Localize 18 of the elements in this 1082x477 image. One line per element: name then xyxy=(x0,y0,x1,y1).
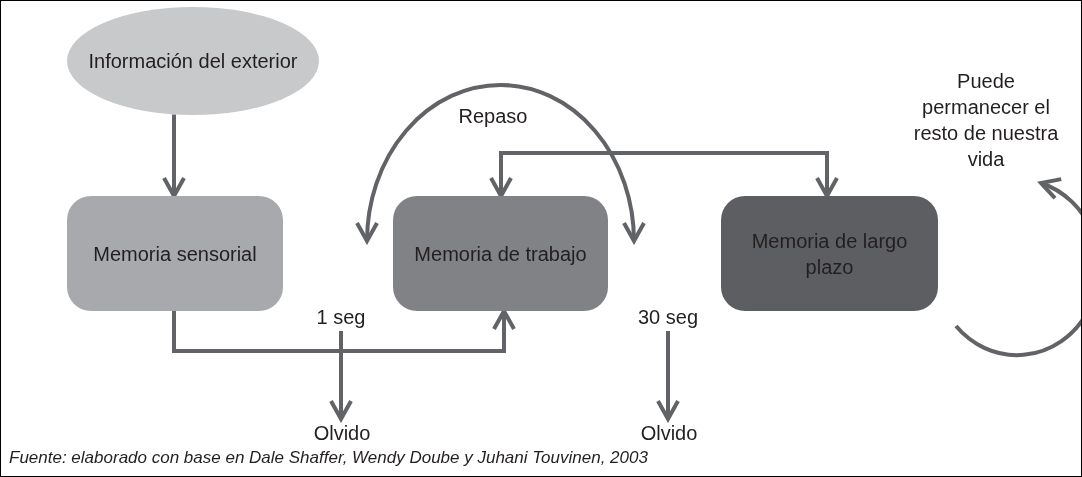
node-label: Información del exterior xyxy=(88,49,298,74)
arrow xyxy=(954,178,1081,357)
source-caption: Fuente: elaborado con base en Dale Shaffer, Wendy Doube y Juhani Touvinen, 2003 xyxy=(9,448,648,468)
arrow xyxy=(656,331,680,421)
arrow xyxy=(489,151,839,198)
node-text: Olvido xyxy=(633,419,705,447)
arrow xyxy=(162,114,186,198)
arrow xyxy=(356,83,645,243)
arrow xyxy=(172,309,516,353)
memory-box xyxy=(67,196,283,311)
memory-box xyxy=(393,196,608,311)
node-label: Memoria de trabajo xyxy=(414,241,587,267)
node-text: Puede permanecer el resto de nuestra vida xyxy=(906,61,1066,179)
node-label: Memoria de largo plazo xyxy=(750,228,909,280)
node-text: Olvido xyxy=(306,419,378,447)
arrow xyxy=(329,331,353,421)
node-label: Memoria sensorial xyxy=(93,241,257,267)
memory-box xyxy=(721,196,938,311)
